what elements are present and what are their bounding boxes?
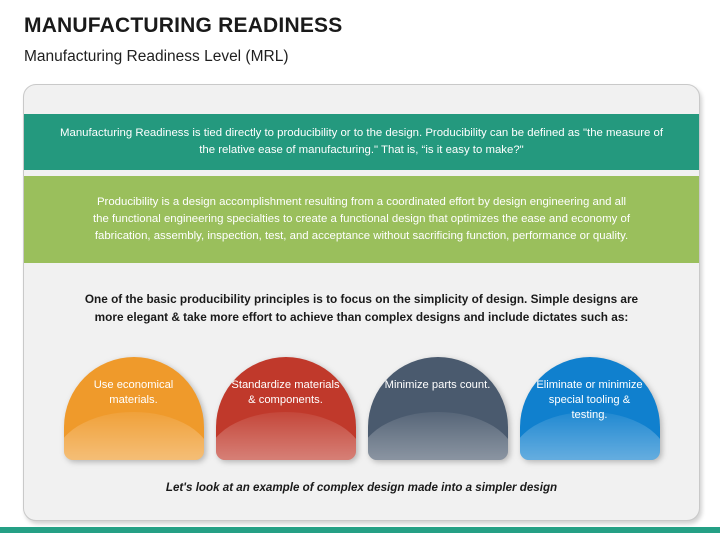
principles-dome-row: Use economical materials. Standardize ma…: [24, 357, 699, 469]
dome-shape-2[interactable]: Standardize materials & components.: [215, 357, 356, 460]
dome-label-3: Minimize parts count.: [384, 379, 491, 391]
teal-banner: Manufacturing Readiness is tied directly…: [24, 114, 699, 170]
dome-label-1: Use economical materials.: [93, 379, 174, 406]
page-subtitle: Manufacturing Readiness Level (MRL): [24, 48, 289, 65]
page-title: MANUFACTURING READINESS: [24, 14, 343, 37]
green-banner: Producibility is a design accomplishment…: [24, 176, 699, 263]
bottom-accent-bar: [0, 527, 720, 533]
dome-shape-1[interactable]: Use economical materials.: [63, 357, 204, 460]
dome-gloss-1: [63, 412, 204, 460]
dome-gloss-3: [367, 412, 508, 460]
footnote-text: Let's look at an example of complex desi…: [165, 481, 558, 494]
green-banner-text: Producibility is a design accomplishment…: [93, 195, 630, 243]
dome-gloss-2: [215, 412, 356, 460]
dome-label-4: Eliminate or minimize special tooling & …: [536, 379, 643, 421]
content-card: Manufacturing Readiness is tied directly…: [23, 84, 700, 521]
teal-banner-text: Manufacturing Readiness is tied directly…: [60, 126, 664, 156]
dome-shape-3[interactable]: Minimize parts count.: [367, 357, 508, 460]
dome-label-2: Standardize materials & components.: [231, 379, 340, 406]
dome-shape-4[interactable]: Eliminate or minimize special tooling & …: [519, 357, 660, 460]
intro-paragraph: One of the basic producibility principle…: [84, 292, 639, 325]
